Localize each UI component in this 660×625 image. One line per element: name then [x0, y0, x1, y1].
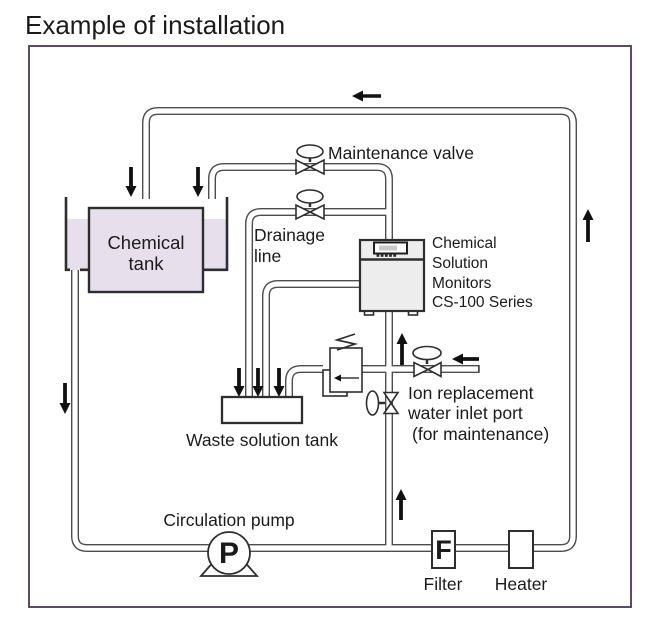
ion-port-label-3: (for maintenance)	[412, 424, 549, 444]
monitor-unit	[358, 238, 426, 316]
drainage-valve-body-left	[295, 203, 312, 221]
heater-box	[508, 530, 534, 569]
maintenance-valve-body-right	[308, 158, 325, 176]
filter-box	[431, 530, 456, 569]
page-title: Example of installation	[25, 10, 285, 40]
relief-valve	[322, 333, 363, 397]
waste-tank-label: Waste solution tank	[186, 430, 338, 450]
drainage-valve-body-right	[308, 203, 325, 221]
ion-port-label-2: water inlet port	[407, 403, 523, 423]
pump-circle	[207, 531, 251, 575]
maintenance-valve-label: Maintenance valve	[328, 143, 474, 163]
wheel-valve	[365, 390, 400, 416]
ion-inlet-valve	[412, 345, 442, 378]
monitor-buttons	[376, 254, 397, 257]
monitor-button	[389, 254, 392, 257]
drainage-valve	[295, 189, 325, 221]
monitor-button	[384, 254, 388, 257]
circulation-pump: P Circulation pump	[163, 510, 295, 577]
chemical-tank-label-line1: Chemical	[107, 232, 184, 253]
maintenance-valve	[295, 144, 325, 176]
heater-unit: Heater	[495, 530, 548, 594]
drainage-valve-handle	[296, 189, 324, 204]
monitor-label-4: CS-100 Series	[432, 294, 533, 311]
ion-inlet-valve-body-right	[426, 361, 442, 378]
flow-left-arrow-top	[352, 90, 381, 102]
monitor-label-3: Monitors	[432, 275, 492, 292]
ion-inlet-valve-handle	[412, 345, 442, 361]
chemical-tank-label-line2: tank	[129, 253, 165, 274]
maintenance-valve-handle	[296, 144, 324, 159]
filter-label: Filter	[424, 574, 463, 594]
flow-down-arrow-tank-2	[192, 167, 204, 197]
drainage-line-label-1: Drainage	[254, 225, 325, 245]
wheel-valve-body-bottom	[382, 401, 400, 415]
filter-unit: F Filter	[424, 530, 463, 594]
flow-up-arrow-lower	[395, 489, 407, 520]
flow-up-arrow-cross	[396, 333, 408, 365]
relief-valve-body	[329, 347, 363, 393]
heater-label: Heater	[495, 574, 548, 594]
filter-symbol: F	[435, 535, 452, 565]
monitor-display-screen	[379, 245, 397, 251]
chemical-tank: Chemical tank	[64, 197, 229, 294]
relief-valve-spring	[333, 333, 359, 351]
ion-port-label-1: Ion replacement	[408, 383, 534, 403]
waste-tank: Waste solution tank	[186, 395, 338, 450]
monitor-button	[380, 254, 384, 257]
maintenance-valve-body-left	[295, 158, 312, 176]
flow-down-arrow-tank-1	[125, 167, 137, 197]
ion-inlet-valve-body-left	[413, 361, 430, 378]
diagram-frame	[28, 45, 632, 608]
waste-tank-body	[220, 395, 304, 425]
flow-down-arrow-waste-3	[273, 368, 285, 397]
monitor-button	[376, 254, 380, 257]
drainage-line-label-2: line	[254, 246, 281, 266]
monitor-label-2: Solution	[432, 255, 488, 272]
flow-down-arrow-waste-1	[233, 368, 245, 397]
pipes	[75, 111, 573, 548]
monitor-label-1: Chemical	[432, 235, 497, 252]
flow-left-arrow-inlet	[452, 353, 479, 365]
labels: Maintenance valve Drainage line Chemical…	[254, 143, 549, 444]
wheel-valve-body-top	[382, 391, 400, 405]
flow-arrows	[59, 90, 594, 520]
wheel-valve-handle	[365, 390, 380, 416]
chemical-tank-inner	[87, 206, 205, 294]
relief-valve-flow-arrow	[334, 374, 359, 382]
circulation-pump-label: Circulation pump	[163, 510, 294, 530]
flow-up-arrow-right-pipe	[582, 209, 594, 242]
flow-down-arrow-waste-2	[252, 368, 264, 397]
flow-down-arrow-left-pipe	[59, 383, 71, 414]
monitor-button	[393, 254, 397, 257]
pump-symbol: P	[219, 537, 239, 570]
